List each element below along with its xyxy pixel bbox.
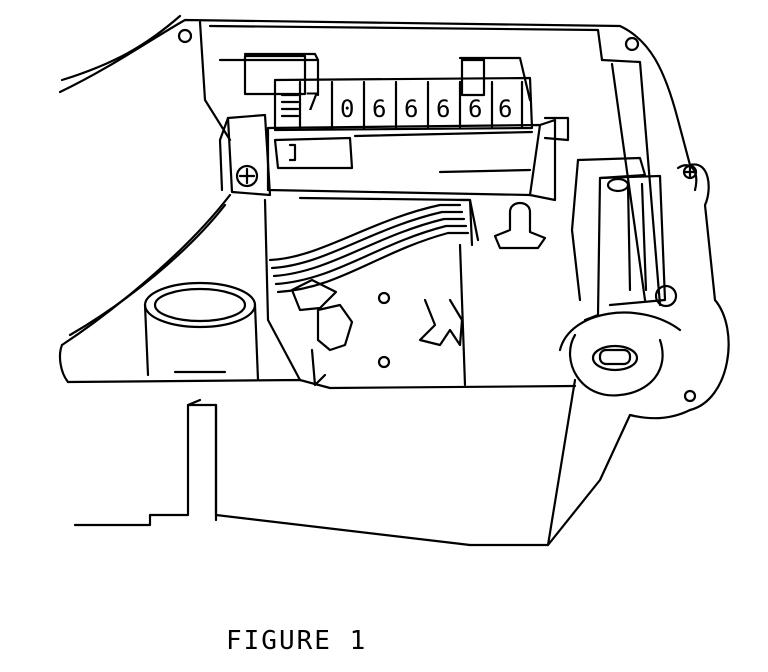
counter-digit: 6	[468, 95, 482, 123]
figure-caption: FIGURE 1	[226, 626, 368, 656]
counter-digit: 6	[372, 95, 386, 123]
counter-assembly: 7 0 6 6 6 6 6	[218, 52, 570, 202]
counter-digit: 6	[404, 95, 418, 123]
corner-screws	[177, 28, 698, 403]
cylinder-part	[143, 281, 260, 382]
counter-digit: 7	[305, 88, 319, 116]
counter-digit: 6	[498, 95, 512, 123]
housing-outline	[58, 14, 730, 547]
ribbon-cable	[268, 198, 474, 387]
right-bracket	[570, 156, 667, 322]
counter-digit: 6	[436, 95, 450, 123]
counter-digit: 0	[340, 95, 354, 123]
inner-plate	[263, 196, 547, 387]
